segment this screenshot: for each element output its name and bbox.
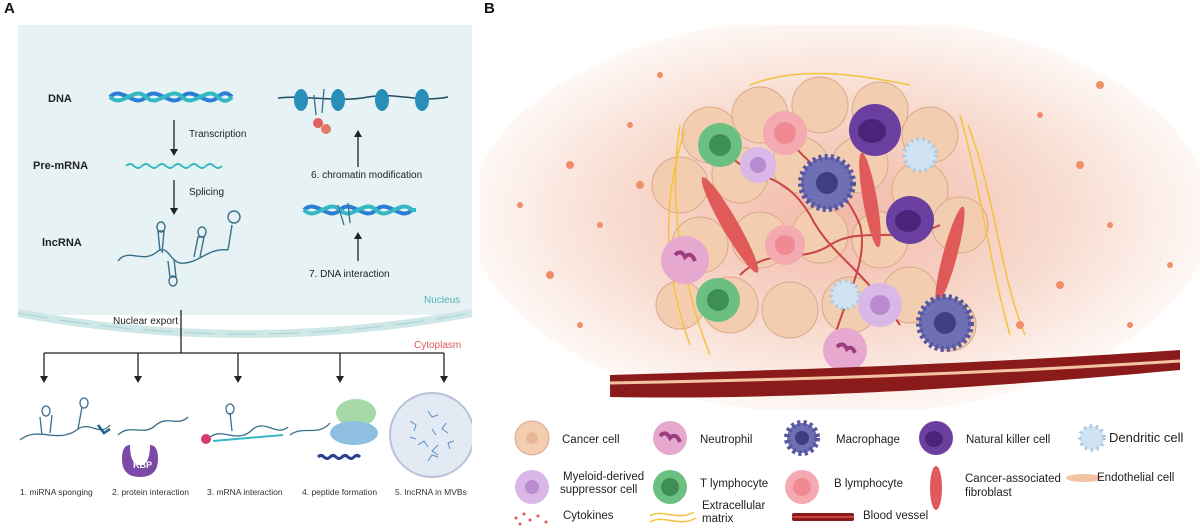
mirna-sponging-icon — [19, 397, 111, 441]
legend-dendritic-cell: Dendritic cell — [1109, 430, 1184, 445]
lncrna-structure-icon — [117, 210, 241, 287]
peptide-formation-icon — [289, 399, 378, 460]
protein-interaction-icon — [117, 416, 189, 477]
legend-caf-line2: fibroblast — [965, 487, 1012, 499]
rbp-label: RBP — [133, 460, 153, 470]
panel-a-letter: A — [4, 0, 15, 17]
legend-neutrophil: Neutrophil — [700, 434, 753, 446]
dendritic-marks — [829, 137, 938, 311]
legend-b-lymphocyte: B lymphocyte — [834, 478, 904, 490]
legend-cancer-cell: Cancer cell — [562, 434, 620, 446]
nucleus-label: Nucleus — [424, 295, 461, 306]
mrna-interaction-icon — [201, 403, 289, 444]
function-label-2: 2. protein interaction — [112, 487, 190, 497]
ecm-icon — [649, 511, 697, 523]
legend-icons — [514, 420, 1106, 526]
t-cell-marks — [696, 123, 742, 322]
legend-cytokines: Cytokines — [563, 510, 614, 522]
legend-blood-vessel: Blood vessel — [863, 510, 929, 522]
function-label-4: 4. peptide formation — [302, 487, 378, 497]
blood-vessel-mark — [609, 350, 1181, 398]
legend-t-lymphocyte: T lymphocyte — [700, 478, 769, 490]
dendritic-cell-icon — [1078, 424, 1106, 452]
chromatin-icon — [277, 88, 449, 134]
cytokines-icon — [514, 512, 548, 526]
neutrophil-marks — [661, 236, 867, 372]
neutrophil-icon — [653, 421, 687, 455]
pre-mrna-label: Pre-mRNA — [33, 160, 89, 172]
function-label-1: 1. miRNA sponging — [20, 487, 93, 497]
transcription-label: Transcription — [189, 129, 247, 140]
caf-icon — [930, 466, 942, 510]
dna-helix-icon — [108, 91, 234, 103]
nucleus-region — [18, 25, 472, 335]
pre-mrna-icon — [125, 163, 223, 169]
b-cell-marks — [763, 111, 807, 265]
nk-cell-icon — [919, 421, 953, 455]
macrophage-marks — [798, 154, 974, 352]
b-lymphocyte-icon — [785, 470, 819, 504]
legend-ecm-line2: matrix — [702, 513, 734, 525]
tumor-microenvironment-illustration — [480, 25, 1200, 410]
dna-interaction-icon — [302, 202, 416, 226]
t-lymphocyte-icon — [653, 470, 687, 504]
dna-label: DNA — [48, 93, 72, 105]
nk-cell-marks — [849, 104, 934, 244]
legend-ecm-line1: Extracellular — [702, 500, 766, 512]
legend-caf-line1: Cancer-associated — [965, 473, 1061, 485]
cancer-cell-icon — [514, 420, 550, 456]
panel-b-letter: B — [484, 0, 495, 17]
cytoplasm-label: Cytoplasm — [414, 340, 462, 351]
legend-mdsc-line1: Myeloid-derived — [563, 471, 645, 483]
function-label-3: 3. mRNA interaction — [207, 487, 283, 497]
lncrna-label: lncRNA — [42, 237, 82, 249]
mdsc-icon — [515, 470, 549, 504]
legend-nk-cell: Natural killer cell — [966, 434, 1051, 446]
nuclear-export-label: Nuclear export — [113, 316, 179, 327]
dna-interaction-label: 7. DNA interaction — [309, 269, 390, 280]
blood-vessel-icon — [792, 513, 854, 521]
macrophage-icon — [784, 420, 820, 456]
mdsc-marks — [740, 147, 902, 327]
legend-endothelial: Endothelial cell — [1097, 472, 1175, 484]
cytokine-dots — [517, 72, 1173, 329]
panel-a-diagram — [18, 25, 472, 530]
splicing-label: Splicing — [189, 187, 225, 198]
legend-macrophage: Macrophage — [836, 434, 900, 446]
function-label-5: 5. lncRNA in MVBs — [395, 487, 467, 497]
chromatin-modification-label: 6. chromatin modification — [311, 170, 423, 181]
endothelial-icon — [1066, 474, 1102, 482]
mvb-icon — [389, 392, 472, 478]
legend-mdsc-line2: suppressor cell — [560, 484, 638, 496]
